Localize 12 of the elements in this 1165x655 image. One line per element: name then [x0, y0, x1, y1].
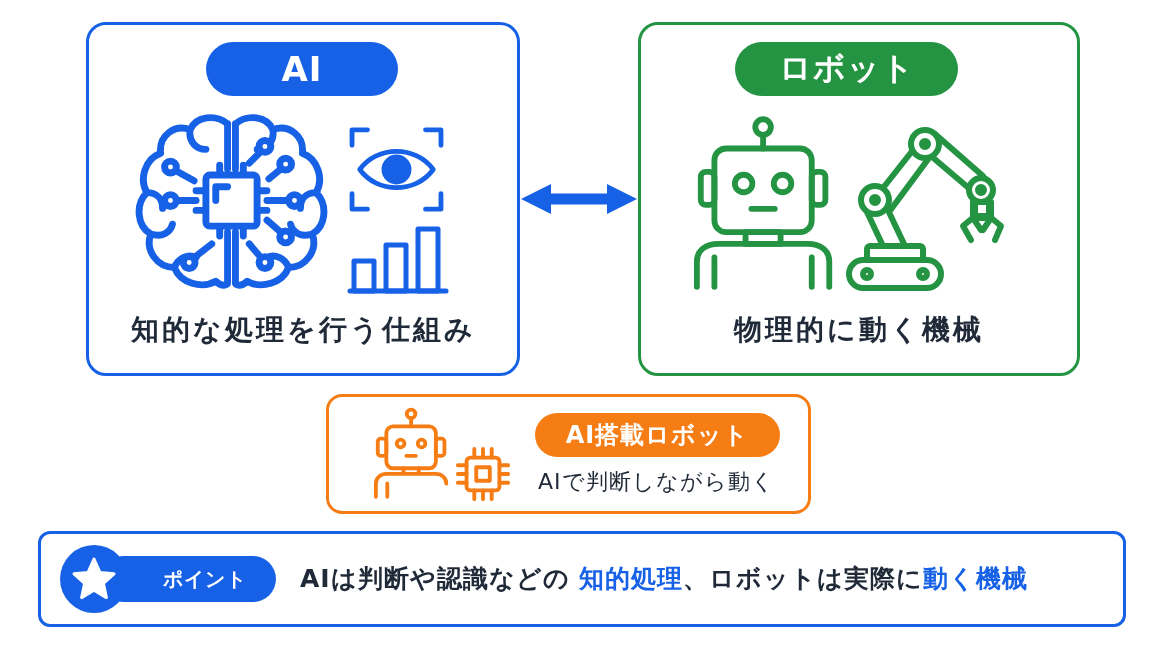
heading-tag: AI: [206, 42, 398, 96]
description-text: AIで判断しながら動く: [538, 469, 775, 496]
point-text: AIは判断や認識などの 知的処理、ロボットは実際に動く機械: [300, 564, 1029, 594]
heading-tag: ロボット: [735, 42, 958, 96]
ai-robot-card: [326, 394, 811, 514]
double-arrow: [521, 184, 637, 214]
point-banner: [38, 531, 1126, 627]
panel-caption: 知的な処理を行う仕組み: [130, 313, 476, 347]
robot-panel: [638, 22, 1080, 376]
panel-caption: 物理的に動く機械: [734, 313, 984, 347]
heading-tag: AI搭載ロボット: [535, 413, 780, 457]
ai-panel: [86, 22, 520, 376]
